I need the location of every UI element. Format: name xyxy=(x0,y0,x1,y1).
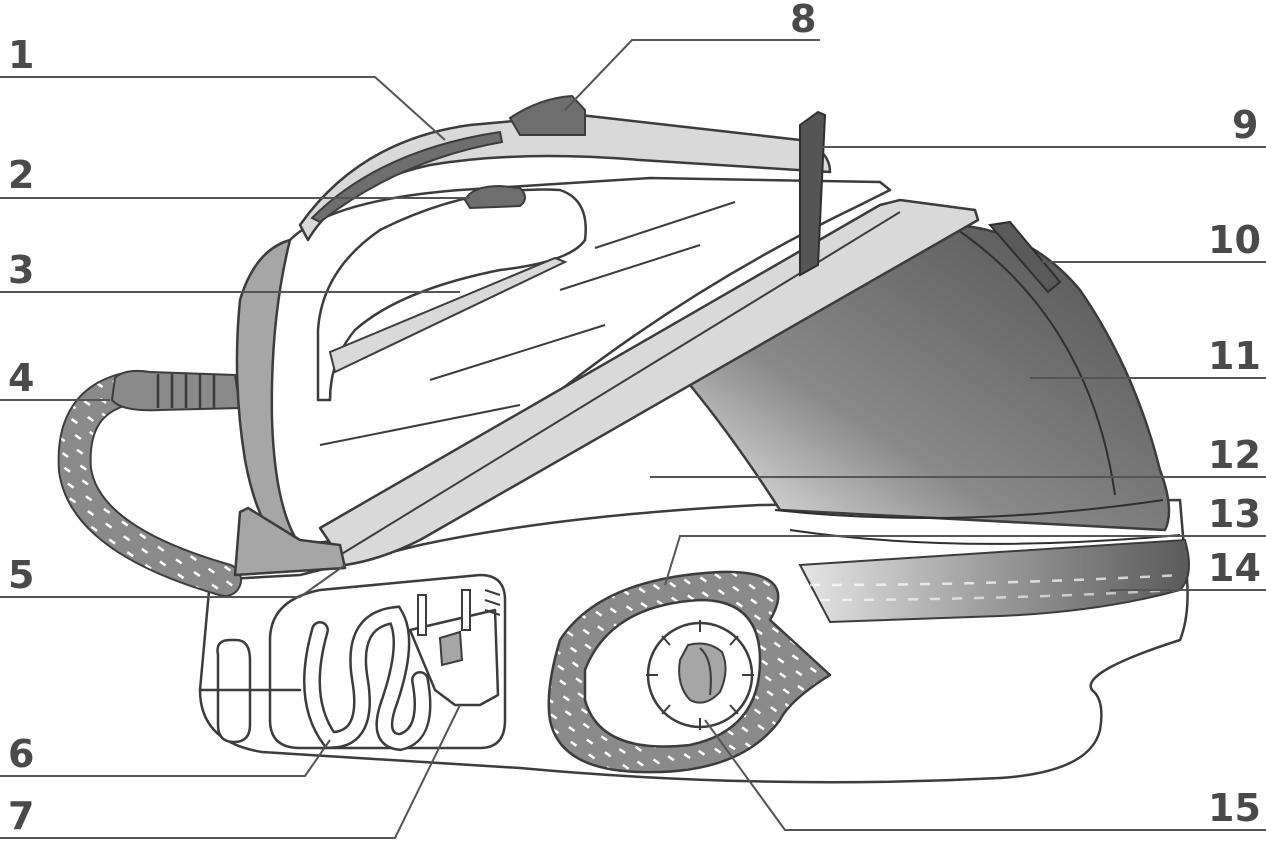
callout-4: 4 xyxy=(8,356,34,400)
callout-6: 6 xyxy=(8,732,34,776)
callout-3: 3 xyxy=(8,248,34,292)
callout-14: 14 xyxy=(1208,546,1261,590)
water-tank xyxy=(688,220,1181,545)
leader-lines xyxy=(0,39,1266,839)
control-dial xyxy=(547,570,832,774)
callout-5: 5 xyxy=(8,553,34,597)
callout-8: 8 xyxy=(790,0,816,41)
power-cord xyxy=(303,589,501,752)
iron xyxy=(233,94,980,577)
callout-11: 11 xyxy=(1208,334,1261,378)
callout-12: 12 xyxy=(1208,433,1261,477)
callout-7: 7 xyxy=(8,794,34,838)
callout-2: 2 xyxy=(8,153,34,197)
callout-13: 13 xyxy=(1208,492,1261,536)
cord-storage-compartment xyxy=(268,573,507,750)
steam-hose xyxy=(57,369,242,597)
callout-10: 10 xyxy=(1208,218,1261,262)
callout-9: 9 xyxy=(1232,103,1258,147)
callout-15: 15 xyxy=(1208,786,1261,830)
callout-1: 1 xyxy=(8,33,34,77)
callout-numbers: 1 2 3 4 5 6 7 8 9 10 11 12 13 14 15 xyxy=(8,0,1261,838)
